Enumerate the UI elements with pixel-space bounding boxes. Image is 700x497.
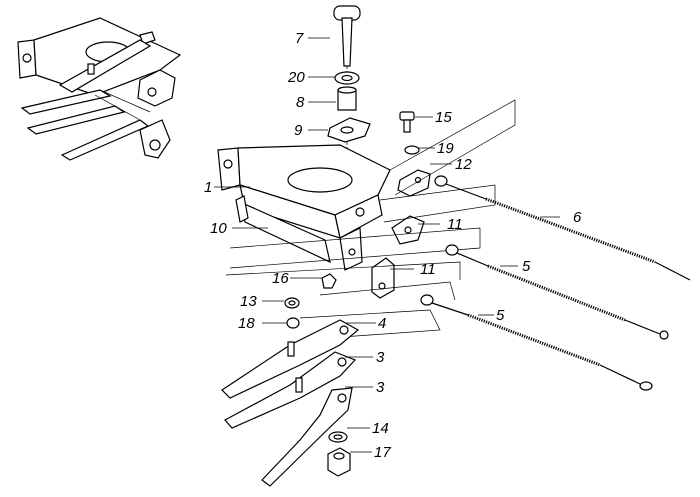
callout-1: 1	[204, 179, 212, 196]
callout-3-upper: 3	[376, 349, 385, 366]
leader-lines	[214, 37, 560, 453]
guide-lines	[225, 99, 516, 341]
washer-13	[284, 297, 300, 309]
callout-13: 13	[240, 293, 257, 310]
callout-20: 20	[287, 69, 305, 86]
nut-16	[321, 273, 337, 289]
bar-10	[235, 195, 331, 264]
callout-14: 14	[372, 420, 389, 437]
callout-18: 18	[238, 315, 255, 332]
callout-5-lower: 5	[496, 307, 505, 324]
lever-4	[221, 319, 360, 399]
lever-3-lower	[261, 387, 353, 487]
washer-18	[286, 317, 300, 329]
bushing-8	[337, 86, 357, 111]
spring-rod-5-lower	[420, 294, 653, 391]
clip-11-upper	[391, 215, 425, 245]
callout-16: 16	[272, 270, 289, 287]
bracket-1	[217, 144, 391, 271]
callout-8: 8	[296, 94, 305, 111]
callout-3-lower: 3	[376, 379, 385, 396]
nut-17	[327, 447, 351, 477]
callout-10: 10	[210, 220, 227, 237]
clip-12	[397, 169, 431, 197]
washer-20	[334, 71, 360, 85]
callout-11-lower: 11	[420, 261, 436, 278]
callout-12: 12	[455, 156, 472, 173]
callout-19: 19	[437, 140, 454, 157]
pin-3-lower	[295, 377, 303, 393]
washer-14	[328, 431, 348, 443]
callout-11-upper: 11	[447, 216, 463, 233]
callout-6: 6	[573, 209, 582, 226]
bolt-15	[399, 111, 415, 133]
assembled-overview	[17, 17, 182, 161]
washer-19	[404, 145, 420, 155]
spring-rod-6	[434, 175, 691, 281]
callout-5-upper: 5	[522, 258, 531, 275]
pin-3-upper	[287, 341, 295, 357]
plate-9	[327, 117, 371, 143]
callout-9: 9	[294, 122, 303, 139]
spring-rod-5-upper	[445, 244, 669, 340]
callout-7: 7	[295, 30, 304, 47]
clip-11-lower	[371, 257, 395, 299]
pin-7	[333, 5, 361, 67]
callout-15: 15	[435, 109, 452, 126]
callout-4: 4	[378, 315, 386, 332]
callout-labels: 7 20 8 9 15 19 12 1 6 10 11 5 11 16 13 5…	[204, 30, 582, 461]
callout-17: 17	[374, 444, 391, 461]
